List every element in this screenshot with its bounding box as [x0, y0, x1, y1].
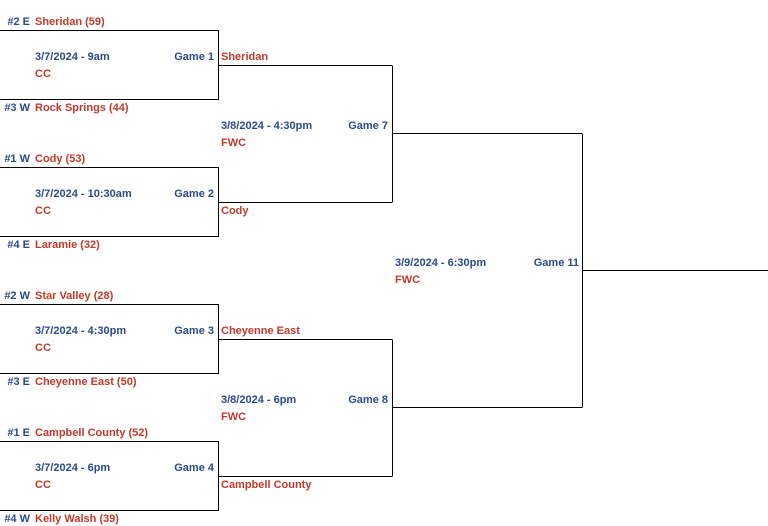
seed-label: #4 E — [0, 239, 30, 252]
game-label: Game 3 — [150, 325, 214, 338]
game-8-lines — [393, 340, 583, 477]
team-entry: Rock Springs (44) — [35, 102, 129, 115]
seed-label: #3 W — [0, 102, 30, 115]
team-entry: Campbell County (52) — [35, 427, 148, 440]
seed-label: #2 W — [0, 290, 30, 303]
game-7-lines — [393, 66, 583, 203]
game-datetime: 3/8/2024 - 4:30pm — [221, 120, 312, 133]
game-label: Game 2 — [150, 188, 214, 201]
game-datetime: 3/9/2024 - 6:30pm — [395, 257, 486, 270]
game-1-lines — [0, 31, 392, 100]
team-entry: Cheyenne East (50) — [35, 376, 136, 389]
game-datetime: 3/7/2024 - 4:30pm — [35, 325, 126, 338]
game-winner: Cheyenne East — [221, 325, 300, 338]
game-venue: FWC — [395, 274, 420, 287]
game-winner: Campbell County — [221, 479, 311, 492]
game-datetime: 3/7/2024 - 10:30am — [35, 188, 132, 201]
game-venue: CC — [35, 342, 51, 355]
game-datetime: 3/8/2024 - 6pm — [221, 394, 296, 407]
game-label: Game 4 — [150, 462, 214, 475]
team-entry: Star Valley (28) — [35, 290, 113, 303]
game-venue: CC — [35, 68, 51, 81]
game-datetime: 3/7/2024 - 9am — [35, 51, 110, 64]
game-venue: FWC — [221, 411, 246, 424]
game-winner: Cody — [221, 205, 249, 218]
team-entry: Kelly Walsh (39) — [35, 513, 119, 526]
game-label: Game 11 — [505, 257, 579, 270]
game-venue: CC — [35, 479, 51, 492]
game-label: Game 7 — [320, 120, 388, 133]
seed-label: #2 E — [0, 16, 30, 29]
team-entry: Laramie (32) — [35, 239, 100, 252]
game-11-lines — [583, 134, 768, 408]
game-label: Game 8 — [320, 394, 388, 407]
seed-label: #1 E — [0, 427, 30, 440]
seed-label: #1 W — [0, 153, 30, 166]
game-winner: Sheridan — [221, 51, 268, 64]
game-2-lines — [0, 168, 392, 237]
game-datetime: 3/7/2024 - 6pm — [35, 462, 110, 475]
game-3-lines — [0, 305, 392, 374]
seed-label: #4 W — [0, 513, 30, 526]
game-label: Game 1 — [150, 51, 214, 64]
game-venue: FWC — [221, 137, 246, 150]
game-4-lines — [0, 442, 392, 511]
team-entry: Sheridan (59) — [35, 16, 105, 29]
seed-label: #3 E — [0, 376, 30, 389]
team-entry: Cody (53) — [35, 153, 85, 166]
game-venue: CC — [35, 205, 51, 218]
